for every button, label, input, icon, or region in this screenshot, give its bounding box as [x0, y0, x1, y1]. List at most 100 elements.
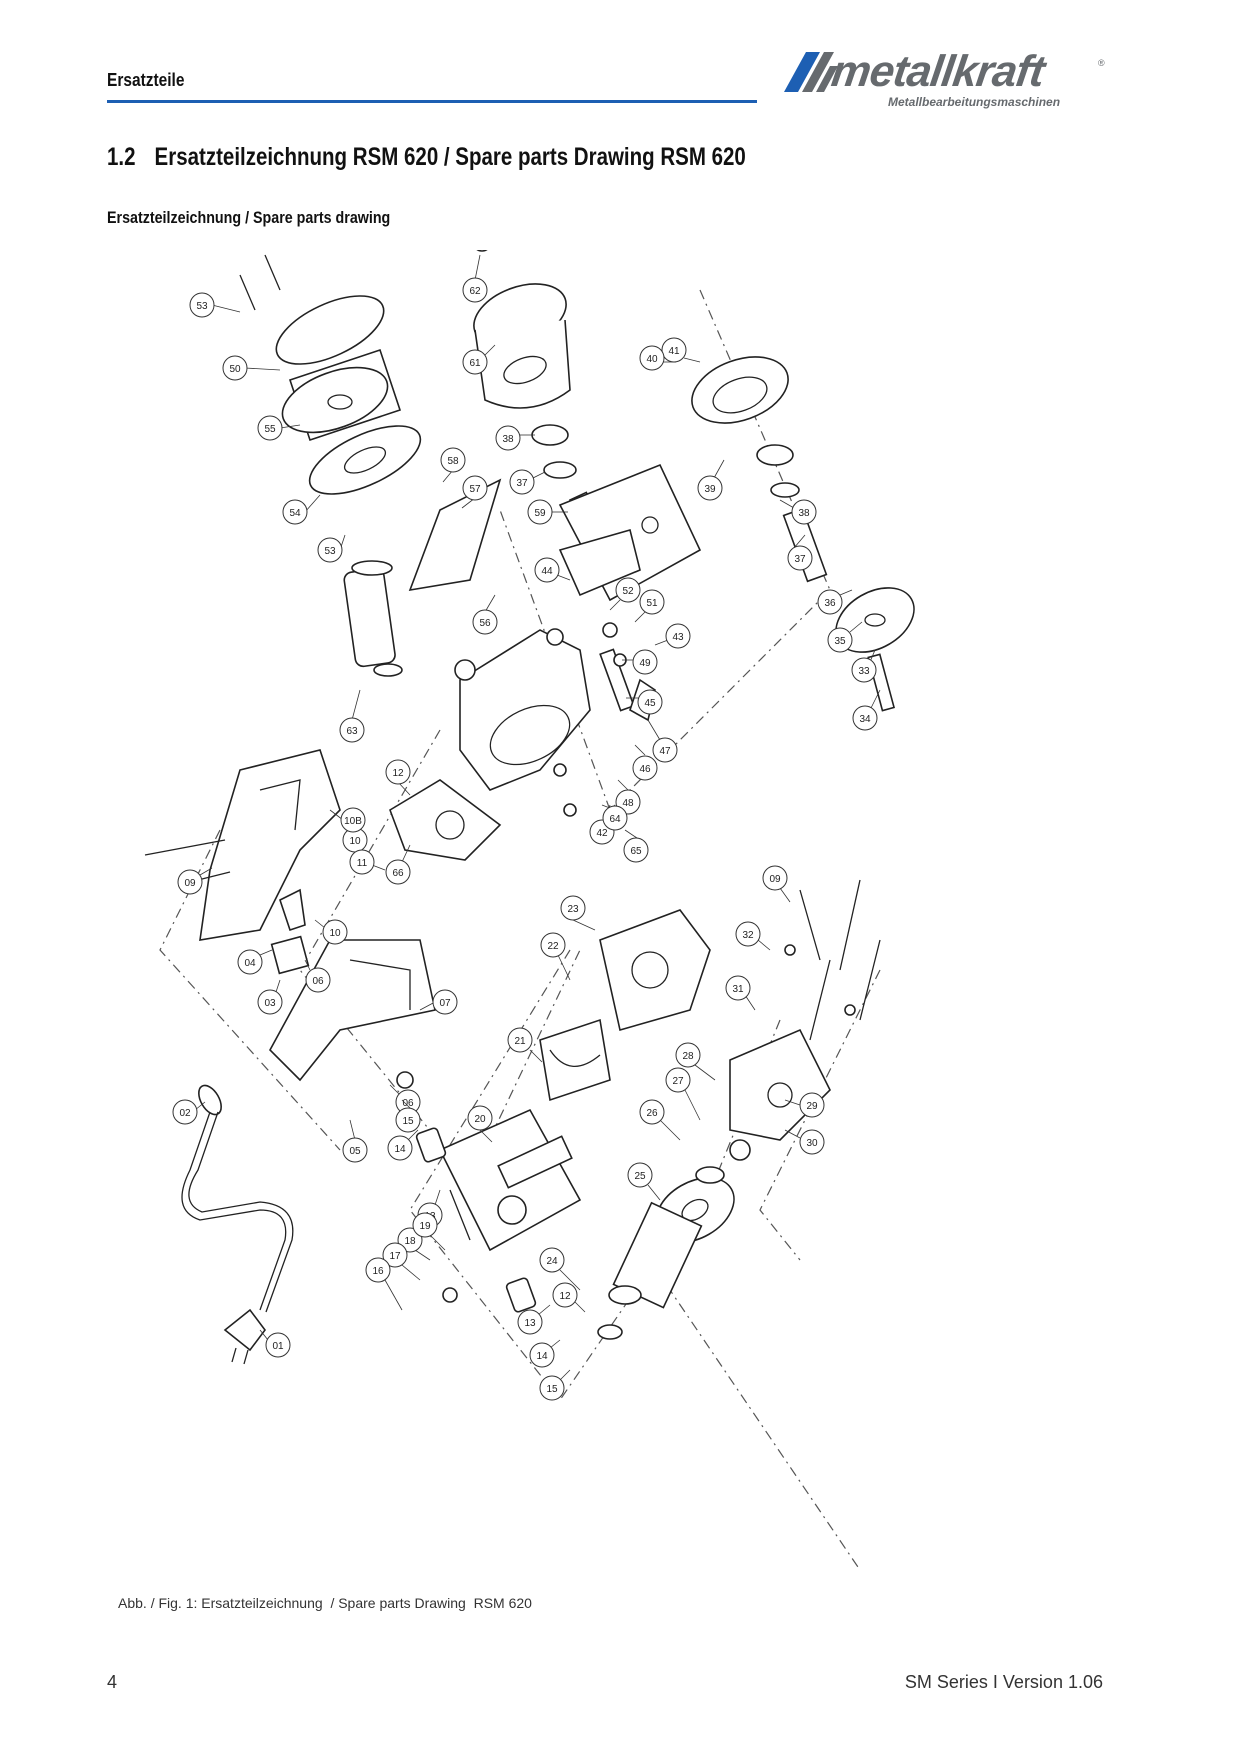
svg-text:24: 24 [546, 1256, 558, 1267]
svg-text:19: 19 [419, 1221, 431, 1232]
callout-bubble: 20 [467, 1105, 493, 1143]
svg-text:10: 10 [349, 836, 361, 847]
callout-bubble: 39 [697, 459, 725, 501]
callout-bubble: 40 [639, 345, 676, 371]
callout-bubble: 03 [257, 979, 283, 1015]
svg-text:38: 38 [502, 434, 514, 445]
svg-text:09: 09 [769, 874, 781, 885]
svg-text:09: 09 [184, 878, 196, 889]
svg-text:29: 29 [806, 1101, 818, 1112]
svg-text:52: 52 [622, 586, 634, 597]
callout-bubble: 38 [779, 499, 817, 525]
callout-bubble: 31 [725, 975, 756, 1011]
svg-text:55: 55 [264, 424, 276, 435]
brush-holders [396, 1071, 537, 1313]
callout-bubble: 34 [852, 689, 881, 731]
callout-bubble: 01 [259, 1329, 291, 1358]
callout-bubble: 15 [395, 1099, 421, 1133]
svg-text:06: 06 [312, 976, 324, 987]
header-rule [107, 100, 757, 103]
svg-text:51: 51 [646, 598, 658, 609]
svg-text:14: 14 [536, 1351, 548, 1362]
svg-text:21: 21 [514, 1036, 526, 1047]
callout-bubble: 24 [539, 1247, 581, 1291]
logo-emblem-icon [784, 52, 838, 92]
callout-bubble: 32 [735, 921, 771, 951]
callout-bubble: 56 [472, 594, 498, 635]
callout-bubble: 10B [329, 807, 366, 833]
callout-bubble: 14 [387, 1129, 419, 1161]
svg-text:30: 30 [806, 1138, 818, 1149]
svg-text:39: 39 [704, 484, 716, 495]
callout-bubble: 19 [412, 1212, 446, 1251]
callout-bubble: 54 [282, 494, 321, 525]
svg-text:02: 02 [179, 1108, 191, 1119]
callout-bubble: 51 [634, 589, 665, 623]
svg-text:40: 40 [646, 354, 658, 365]
callout-bubble: 41 [661, 337, 701, 363]
svg-text:64: 64 [609, 814, 621, 825]
svg-text:10: 10 [329, 928, 341, 939]
callout-bubble: 23 [560, 895, 596, 931]
svg-text:35: 35 [834, 636, 846, 647]
figure-caption: Abb. / Fig. 1: Ersatzteilzeichnung / Spa… [118, 1595, 532, 1611]
header-section-label: Ersatzteile [107, 70, 185, 90]
svg-text:37: 37 [516, 478, 528, 489]
armature [597, 1177, 735, 1340]
callout-bubble: 25 [627, 1162, 661, 1201]
callout-bubble: 33 [851, 649, 877, 683]
svg-text:07: 07 [439, 998, 451, 1009]
long-screws [784, 879, 881, 1041]
svg-text:59: 59 [534, 508, 546, 519]
svg-text:50: 50 [229, 364, 241, 375]
svg-text:61: 61 [469, 358, 481, 369]
callout-bubble: 44 [534, 557, 571, 583]
gearbox-housing [558, 463, 702, 602]
callout-bubble: 53 [317, 534, 346, 563]
callout-bubble: 04 [237, 949, 273, 975]
callout-bubble: 65 [623, 829, 649, 863]
svg-text:18: 18 [404, 1236, 416, 1247]
callout-bubble: 35 [827, 621, 863, 653]
callout-bubble: 64 [601, 804, 628, 831]
handle-assembly [269, 888, 436, 1082]
logo-registered-mark: ® [1098, 58, 1105, 68]
svg-text:03: 03 [264, 998, 276, 1009]
svg-text:12: 12 [559, 1291, 571, 1302]
main-body-casting [408, 478, 591, 791]
page-number: 4 [107, 1672, 118, 1692]
callout-bubble: 63 [339, 689, 365, 743]
callout-bubble: 17 [382, 1242, 421, 1281]
svg-text:22: 22 [547, 941, 559, 952]
section-title: Ersatzteilzeichnung RSM 620 / Spare part… [154, 143, 746, 171]
callout-bubble: 29 [784, 1092, 825, 1118]
callout-bubble: 07 [419, 989, 458, 1015]
callout-bubble: 26 [639, 1099, 681, 1141]
svg-text:05: 05 [349, 1146, 361, 1157]
footer-version: SM Series I Version 1.06 [904, 1672, 1103, 1692]
callout-bubble: 05 [342, 1119, 368, 1163]
callout-bubble: 59 [527, 499, 568, 525]
callout-bubble: 47 [647, 719, 678, 763]
svg-text:58: 58 [447, 456, 459, 467]
callout-bubble: 21 [507, 1027, 543, 1063]
callout-bubble: 09 [177, 867, 213, 895]
callout-bubble: 16 [365, 1257, 403, 1311]
svg-text:46: 46 [639, 764, 651, 775]
callout-bubble: 61 [462, 344, 496, 375]
callout-bubble: 49 [622, 649, 658, 675]
svg-text:49: 49 [639, 658, 651, 669]
callout-bubble: 62 [462, 254, 488, 303]
top-flange-assembly [239, 254, 422, 495]
callout-bubble: 36 [817, 589, 853, 615]
callout-bubble: 12 [385, 759, 411, 796]
svg-text:57: 57 [469, 484, 481, 495]
callout-bubble: 27 [665, 1067, 701, 1121]
svg-text:37: 37 [794, 554, 806, 565]
svg-text:47: 47 [659, 746, 671, 757]
callout-bubble: 30 [784, 1129, 825, 1155]
svg-text:06: 06 [402, 1098, 414, 1109]
svg-text:54: 54 [289, 508, 301, 519]
svg-text:27: 27 [672, 1076, 684, 1087]
svg-text:12: 12 [392, 768, 404, 779]
